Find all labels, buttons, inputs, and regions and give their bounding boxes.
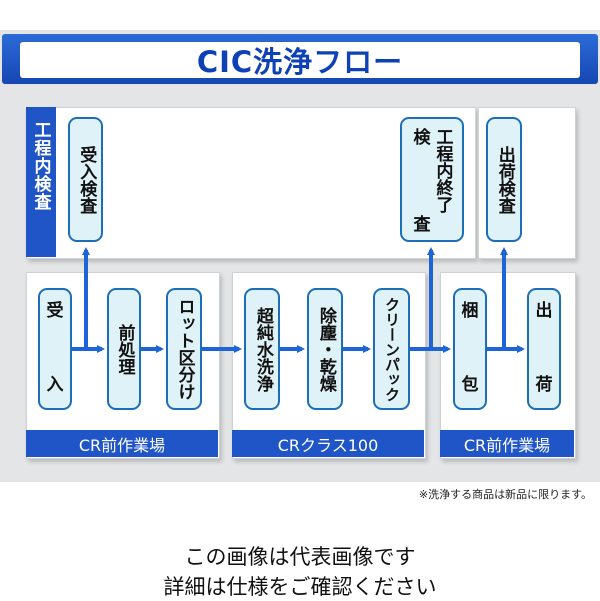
note-text: ※洗浄する商品は新品に限ります。 (418, 488, 592, 501)
shipping-inspection-step: 出荷検査 (486, 117, 522, 242)
caption-line-1: この画像は代表画像です (184, 545, 416, 569)
pretreatment-step: 前処理 (107, 288, 141, 410)
final-inspection-right-text: 工程内終了 (432, 128, 453, 213)
ship-bottom-text: 荷 (535, 375, 553, 396)
packing-bottom-text: 包 (461, 375, 479, 396)
final-inspection-bottom-text: 査 (409, 215, 430, 232)
receiving-inspection-step: 受入検査 (68, 117, 103, 242)
ultrapure-wash-text: 超純水洗浄 (252, 306, 273, 392)
dust-dry-step: 除塵・乾燥 (307, 288, 343, 410)
in-process-inspection-label: 工程内検査 (26, 107, 56, 257)
final-inspection-step: 検 工程内終了 査 (400, 117, 464, 242)
packing-step: 梱 包 (453, 288, 487, 410)
caption-line-2: 詳細は仕様をご確認ください (163, 575, 437, 599)
ultrapure-wash-step: 超純水洗浄 (244, 288, 280, 410)
ship-step: 出 荷 (527, 288, 561, 410)
pretreatment-text: 前処理 (114, 323, 135, 375)
clean-pack-text: クリーンパック (383, 296, 401, 402)
zone-cr-class100-label: CRクラス100 (232, 430, 424, 457)
receive-bottom-text: 入 (46, 375, 64, 396)
lot-split-text: ロット区分け (174, 298, 195, 400)
ship-top-text: 出 (535, 301, 553, 321)
receive-step: 受 入 (38, 288, 72, 410)
title-bar: CIC洗浄フロー (2, 34, 598, 84)
shipping-inspection-text: 出荷検査 (494, 145, 515, 214)
zone-cr-front-1-label: CR前作業場 (26, 430, 218, 457)
title-box: CIC洗浄フロー (20, 42, 580, 79)
packing-top-text: 梱 (461, 301, 479, 321)
lot-split-step: ロット区分け (166, 288, 202, 410)
receive-top-text: 受 (46, 301, 64, 321)
zone-cr-front-2-label: CR前作業場 (440, 430, 574, 457)
receiving-inspection-text: 受入検査 (76, 145, 97, 214)
clean-pack-step: クリーンパック (373, 288, 410, 410)
page-title: CIC洗浄フロー (196, 45, 404, 79)
dust-dry-text: 除塵・乾燥 (315, 306, 336, 392)
final-inspection-left-text: 検 (409, 128, 430, 145)
